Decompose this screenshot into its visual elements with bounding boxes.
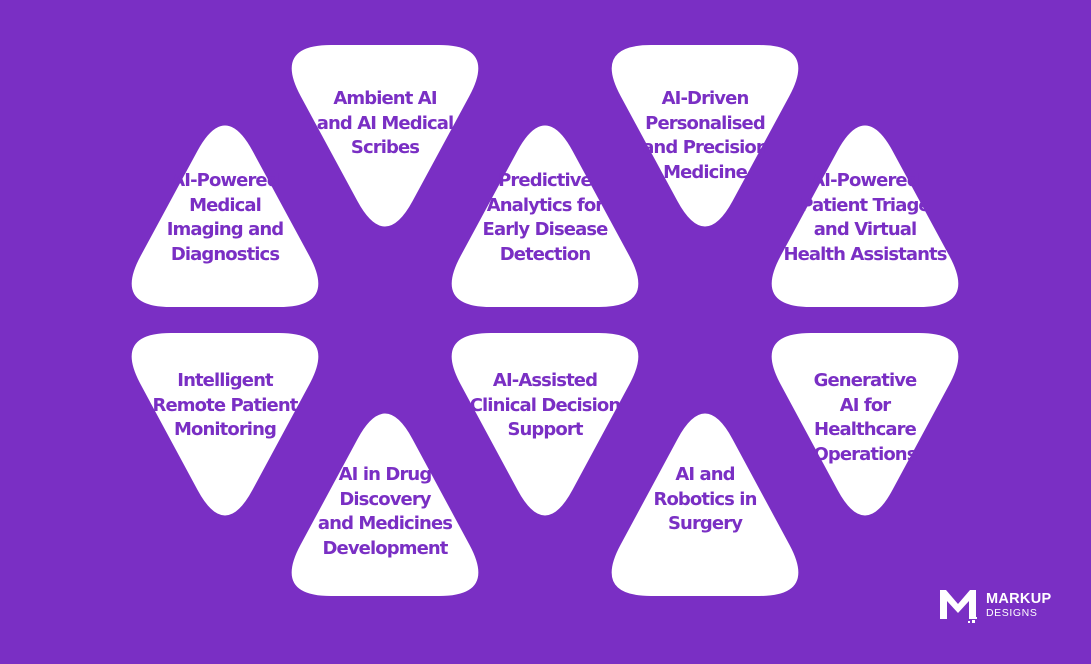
node-1-line-3: Imaging and (166, 219, 284, 240)
rounded-triangle-node-7 (291, 413, 479, 596)
node-1-line-4: Diagnostics (170, 243, 280, 265)
node-4-line-2: Personalised (645, 112, 766, 134)
node-6-line-1: Intelligent (177, 370, 273, 391)
node-3-line-4: Detection (499, 243, 591, 265)
rounded-triangle-node-1 (131, 125, 319, 307)
markup-m-logo-icon (940, 590, 977, 623)
node-label-8: AI-Assisted Clinical Decision Support (445, 369, 645, 443)
node-9-line-2: Robotics in (653, 488, 758, 510)
node-label-4: AI-Driven Personalised and Precision Med… (605, 87, 805, 185)
node-9-line-1: AI and (675, 464, 735, 485)
node-5-line-4: Health Assistants (783, 243, 947, 265)
node-8-line-2: Clinical Decision (469, 394, 621, 416)
rounded-triangle-node-3 (451, 125, 639, 307)
node-1-line-1: AI-Powered (171, 170, 279, 191)
node-4-line-4: Medicine (663, 161, 748, 183)
rounded-triangle-node-9 (611, 413, 799, 596)
node-label-1: AI-Powered Medical Imaging and Diagnosti… (125, 169, 325, 267)
node-3-line-2: Analytics for (486, 194, 605, 216)
node-8-line-1: AI-Assisted (492, 370, 598, 391)
node-6-line-2: Remote Patient (152, 394, 299, 416)
node-3-line-1: Predictive (498, 170, 593, 191)
node-label-9: AI and Robotics in Surgery (605, 463, 805, 537)
node-7-line-3: and Medicines (317, 513, 453, 534)
node-7-line-2: Discovery (339, 488, 431, 510)
node-10-line-3: Healthcare (814, 419, 917, 440)
node-label-6: Intelligent Remote Patient Monitoring (125, 369, 325, 443)
node-1-line-2: Medical (189, 194, 262, 216)
node-8-line-3: Support (507, 419, 583, 440)
markup-designs-logo: MARKUP DESIGNS (938, 586, 1068, 626)
node-label-7: AI in Drug Discovery and Medicines Devel… (285, 463, 485, 561)
node-10-line-4: Operations (813, 443, 917, 465)
node-label-2: Ambient AI and AI Medical Scribes (285, 87, 485, 161)
logo-wordmark: MARKUP (986, 591, 1052, 607)
node-label-10: Generative AI for Healthcare Operations (765, 369, 965, 467)
rounded-triangle-node-10 (771, 333, 959, 516)
node-label-5: AI-Powered Patient Triage and Virtual He… (765, 169, 965, 267)
node-7-line-1: AI in Drug (338, 464, 433, 485)
node-6-line-3: Monitoring (174, 419, 277, 440)
node-4-line-1: AI-Driven (661, 88, 750, 109)
node-7-line-4: Development (322, 537, 449, 559)
rounded-triangle-node-6 (131, 333, 319, 516)
node-label-3: Predictive Analytics for Early Disease D… (445, 169, 645, 267)
node-5-line-1: AI-Powered (811, 170, 919, 191)
node-10-line-2: AI for (839, 394, 891, 416)
node-10-line-1: Generative (813, 370, 918, 391)
node-2-line-2: and AI Medical (316, 112, 454, 134)
node-3-line-3: Early Disease (482, 219, 609, 240)
node-5-line-3: and Virtual (813, 219, 918, 240)
rounded-triangle-node-4 (611, 45, 799, 227)
node-2-line-1: Ambient AI (333, 88, 437, 109)
rounded-triangle-node-8 (451, 333, 639, 516)
node-2-line-3: Scribes (350, 137, 420, 158)
node-4-line-3: and Precision (642, 137, 769, 158)
node-9-line-3: Surgery (667, 513, 743, 534)
rounded-triangle-node-2 (291, 45, 479, 227)
node-5-line-2: Patient Triage (800, 194, 930, 216)
logo-subtitle: DESIGNS (986, 607, 1038, 619)
rounded-triangle-node-5 (771, 125, 959, 307)
